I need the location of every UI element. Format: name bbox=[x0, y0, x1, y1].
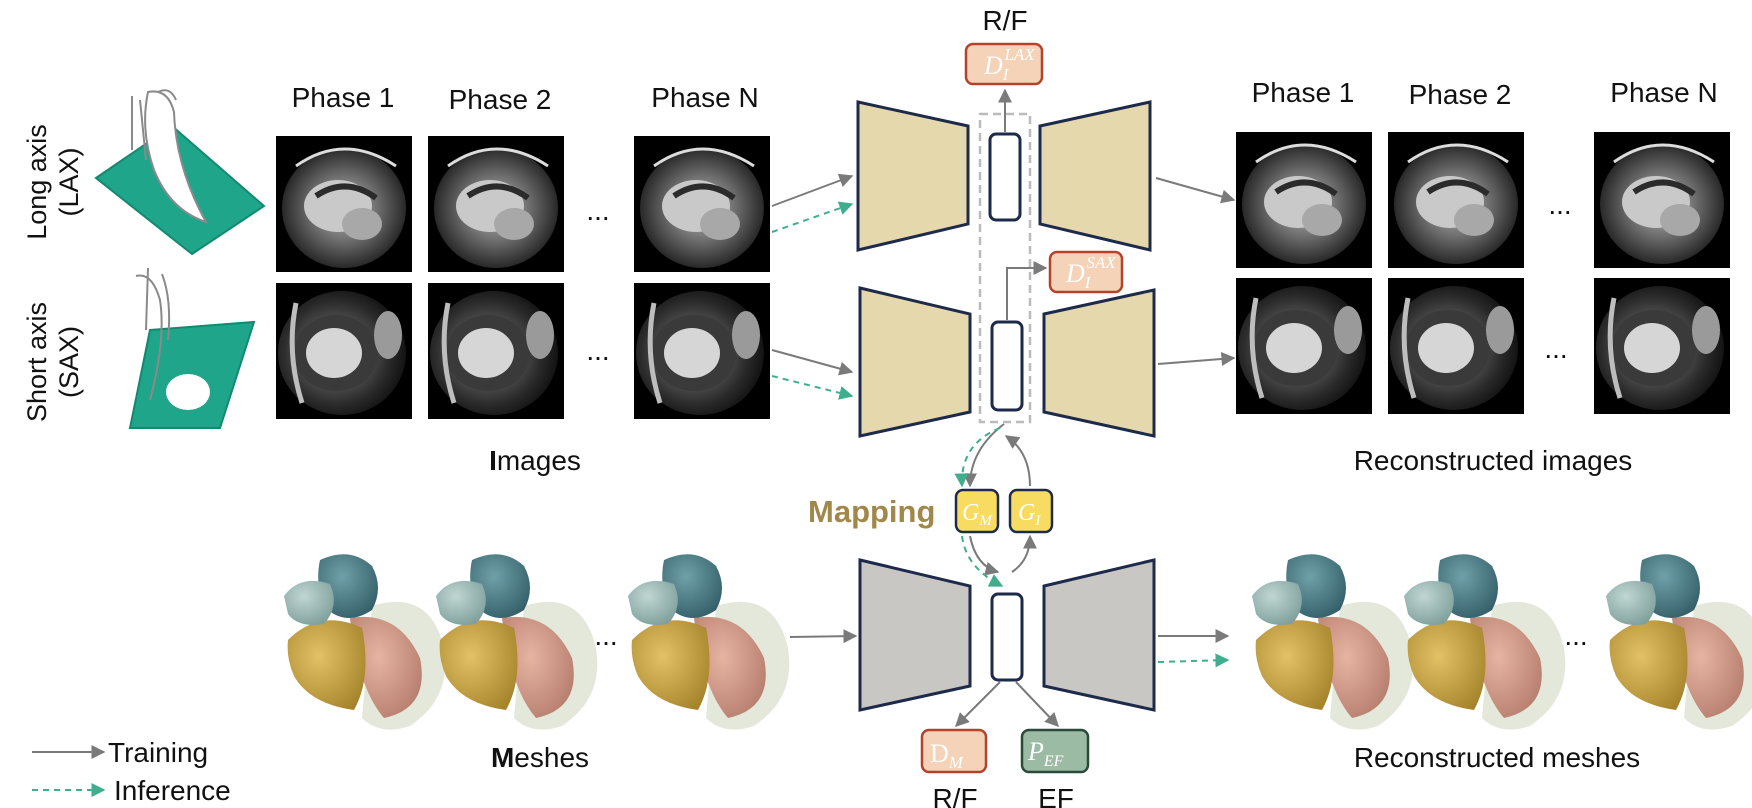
rf-bottom-label: R/F bbox=[932, 783, 977, 808]
lax-plane-icon bbox=[94, 89, 266, 256]
mapping-arrows bbox=[954, 423, 1037, 587]
lax-image-decoder bbox=[1038, 100, 1152, 252]
input-phase-labels: Phase 1 Phase 2 Phase N bbox=[292, 82, 759, 115]
output-mesh-ellipsis: ... bbox=[1564, 620, 1587, 651]
latent-to-pef-arrow bbox=[1015, 681, 1059, 728]
reconstructed-images-label: Reconstructed images bbox=[1354, 445, 1633, 476]
svg-text:GI: GI bbox=[1018, 500, 1041, 529]
lax-discriminator-text: DILAX bbox=[983, 45, 1035, 84]
sax-latent-code bbox=[990, 320, 1024, 412]
mesh-decoder bbox=[1042, 558, 1156, 712]
legend-inference-label: Inference bbox=[114, 775, 231, 806]
output-sax-ellipsis: ... bbox=[1544, 333, 1567, 364]
output-mesh-1 bbox=[1252, 554, 1414, 730]
output-lax-image-n bbox=[1594, 132, 1730, 268]
input-lax-ellipsis: ... bbox=[586, 195, 609, 226]
lax-label-line1: Long axis bbox=[22, 124, 52, 240]
sax-plane-icon bbox=[128, 267, 256, 429]
input-phase-2-label: Phase 2 bbox=[449, 84, 552, 115]
output-lax-image-1 bbox=[1236, 132, 1372, 268]
sax-discriminator-text: DISAX bbox=[1065, 253, 1116, 292]
sax-image-decoder bbox=[1042, 288, 1156, 438]
ef-bottom-label: EF bbox=[1038, 783, 1074, 808]
mesh-encoder bbox=[858, 558, 972, 712]
legend-training-label: Training bbox=[108, 737, 208, 768]
sax-label-line1: Short axis bbox=[22, 302, 52, 422]
sax-latent-to-discriminator-arrow bbox=[1006, 261, 1048, 320]
shared-image-latent-region bbox=[978, 112, 1032, 424]
meshes-label: Meshes bbox=[491, 742, 589, 773]
output-phase-1-label: Phase 1 bbox=[1252, 77, 1355, 108]
output-arrows bbox=[1155, 177, 1236, 668]
output-mesh-2 bbox=[1404, 554, 1566, 730]
images-label: Images bbox=[489, 445, 581, 476]
mesh-discriminator-box: DM bbox=[920, 728, 988, 774]
input-sax-image-1 bbox=[276, 283, 412, 419]
mapping-label: Mapping bbox=[808, 494, 935, 529]
ef-predictor-box: PEF bbox=[1020, 728, 1090, 774]
reconstructed-meshes-label: Reconstructed meshes bbox=[1354, 742, 1640, 773]
mesh-latent-code bbox=[990, 592, 1024, 682]
output-phase-n-label: Phase N bbox=[1610, 77, 1717, 108]
input-sax-image-n bbox=[634, 283, 770, 419]
output-phase-labels: Phase 1 Phase 2 Phase N bbox=[1252, 77, 1718, 110]
input-mesh-2 bbox=[436, 554, 598, 730]
output-phase-2-label: Phase 2 bbox=[1409, 79, 1512, 110]
input-arrows bbox=[771, 173, 858, 644]
svg-text:PEF: PEF bbox=[1027, 737, 1064, 770]
input-lax-image-n bbox=[634, 136, 770, 272]
svg-text:DM: DM bbox=[930, 739, 964, 772]
gi-mapping-box: GI bbox=[1008, 488, 1054, 534]
output-sax-image-1 bbox=[1236, 278, 1372, 414]
sax-image-encoder bbox=[858, 286, 972, 438]
latent-to-dm-arrow bbox=[955, 681, 1001, 727]
input-phase-n-label: Phase N bbox=[651, 82, 758, 113]
legend: Training Inference bbox=[32, 737, 231, 806]
output-lax-ellipsis: ... bbox=[1548, 189, 1571, 220]
lax-view-label: Long axis (LAX) bbox=[22, 124, 84, 240]
input-mesh-n bbox=[628, 554, 790, 730]
svg-text:GM: GM bbox=[962, 500, 993, 529]
output-sax-image-2 bbox=[1388, 278, 1524, 414]
lax-image-encoder bbox=[856, 100, 970, 252]
rf-top-label: R/F bbox=[982, 5, 1027, 36]
input-mesh-1 bbox=[284, 554, 446, 730]
output-mesh-n bbox=[1606, 554, 1752, 730]
input-lax-image-1 bbox=[276, 136, 412, 272]
input-sax-image-2 bbox=[428, 283, 564, 419]
output-lax-image-2 bbox=[1388, 132, 1524, 268]
sax-discriminator-box: DISAX bbox=[1048, 250, 1124, 294]
lax-latent-code bbox=[988, 132, 1022, 222]
input-phase-1-label: Phase 1 bbox=[292, 82, 395, 113]
sax-view-label: Short axis (SAX) bbox=[22, 302, 84, 422]
input-sax-ellipsis: ... bbox=[586, 335, 609, 366]
gm-mapping-box: GM bbox=[954, 488, 1000, 534]
lax-discriminator-box: DILAX bbox=[964, 42, 1044, 86]
sax-label-line2: (SAX) bbox=[54, 326, 84, 398]
input-lax-image-2 bbox=[428, 136, 564, 272]
output-sax-image-n bbox=[1594, 278, 1730, 414]
lax-label-line2: (LAX) bbox=[54, 147, 84, 216]
input-mesh-ellipsis: ... bbox=[594, 620, 617, 651]
